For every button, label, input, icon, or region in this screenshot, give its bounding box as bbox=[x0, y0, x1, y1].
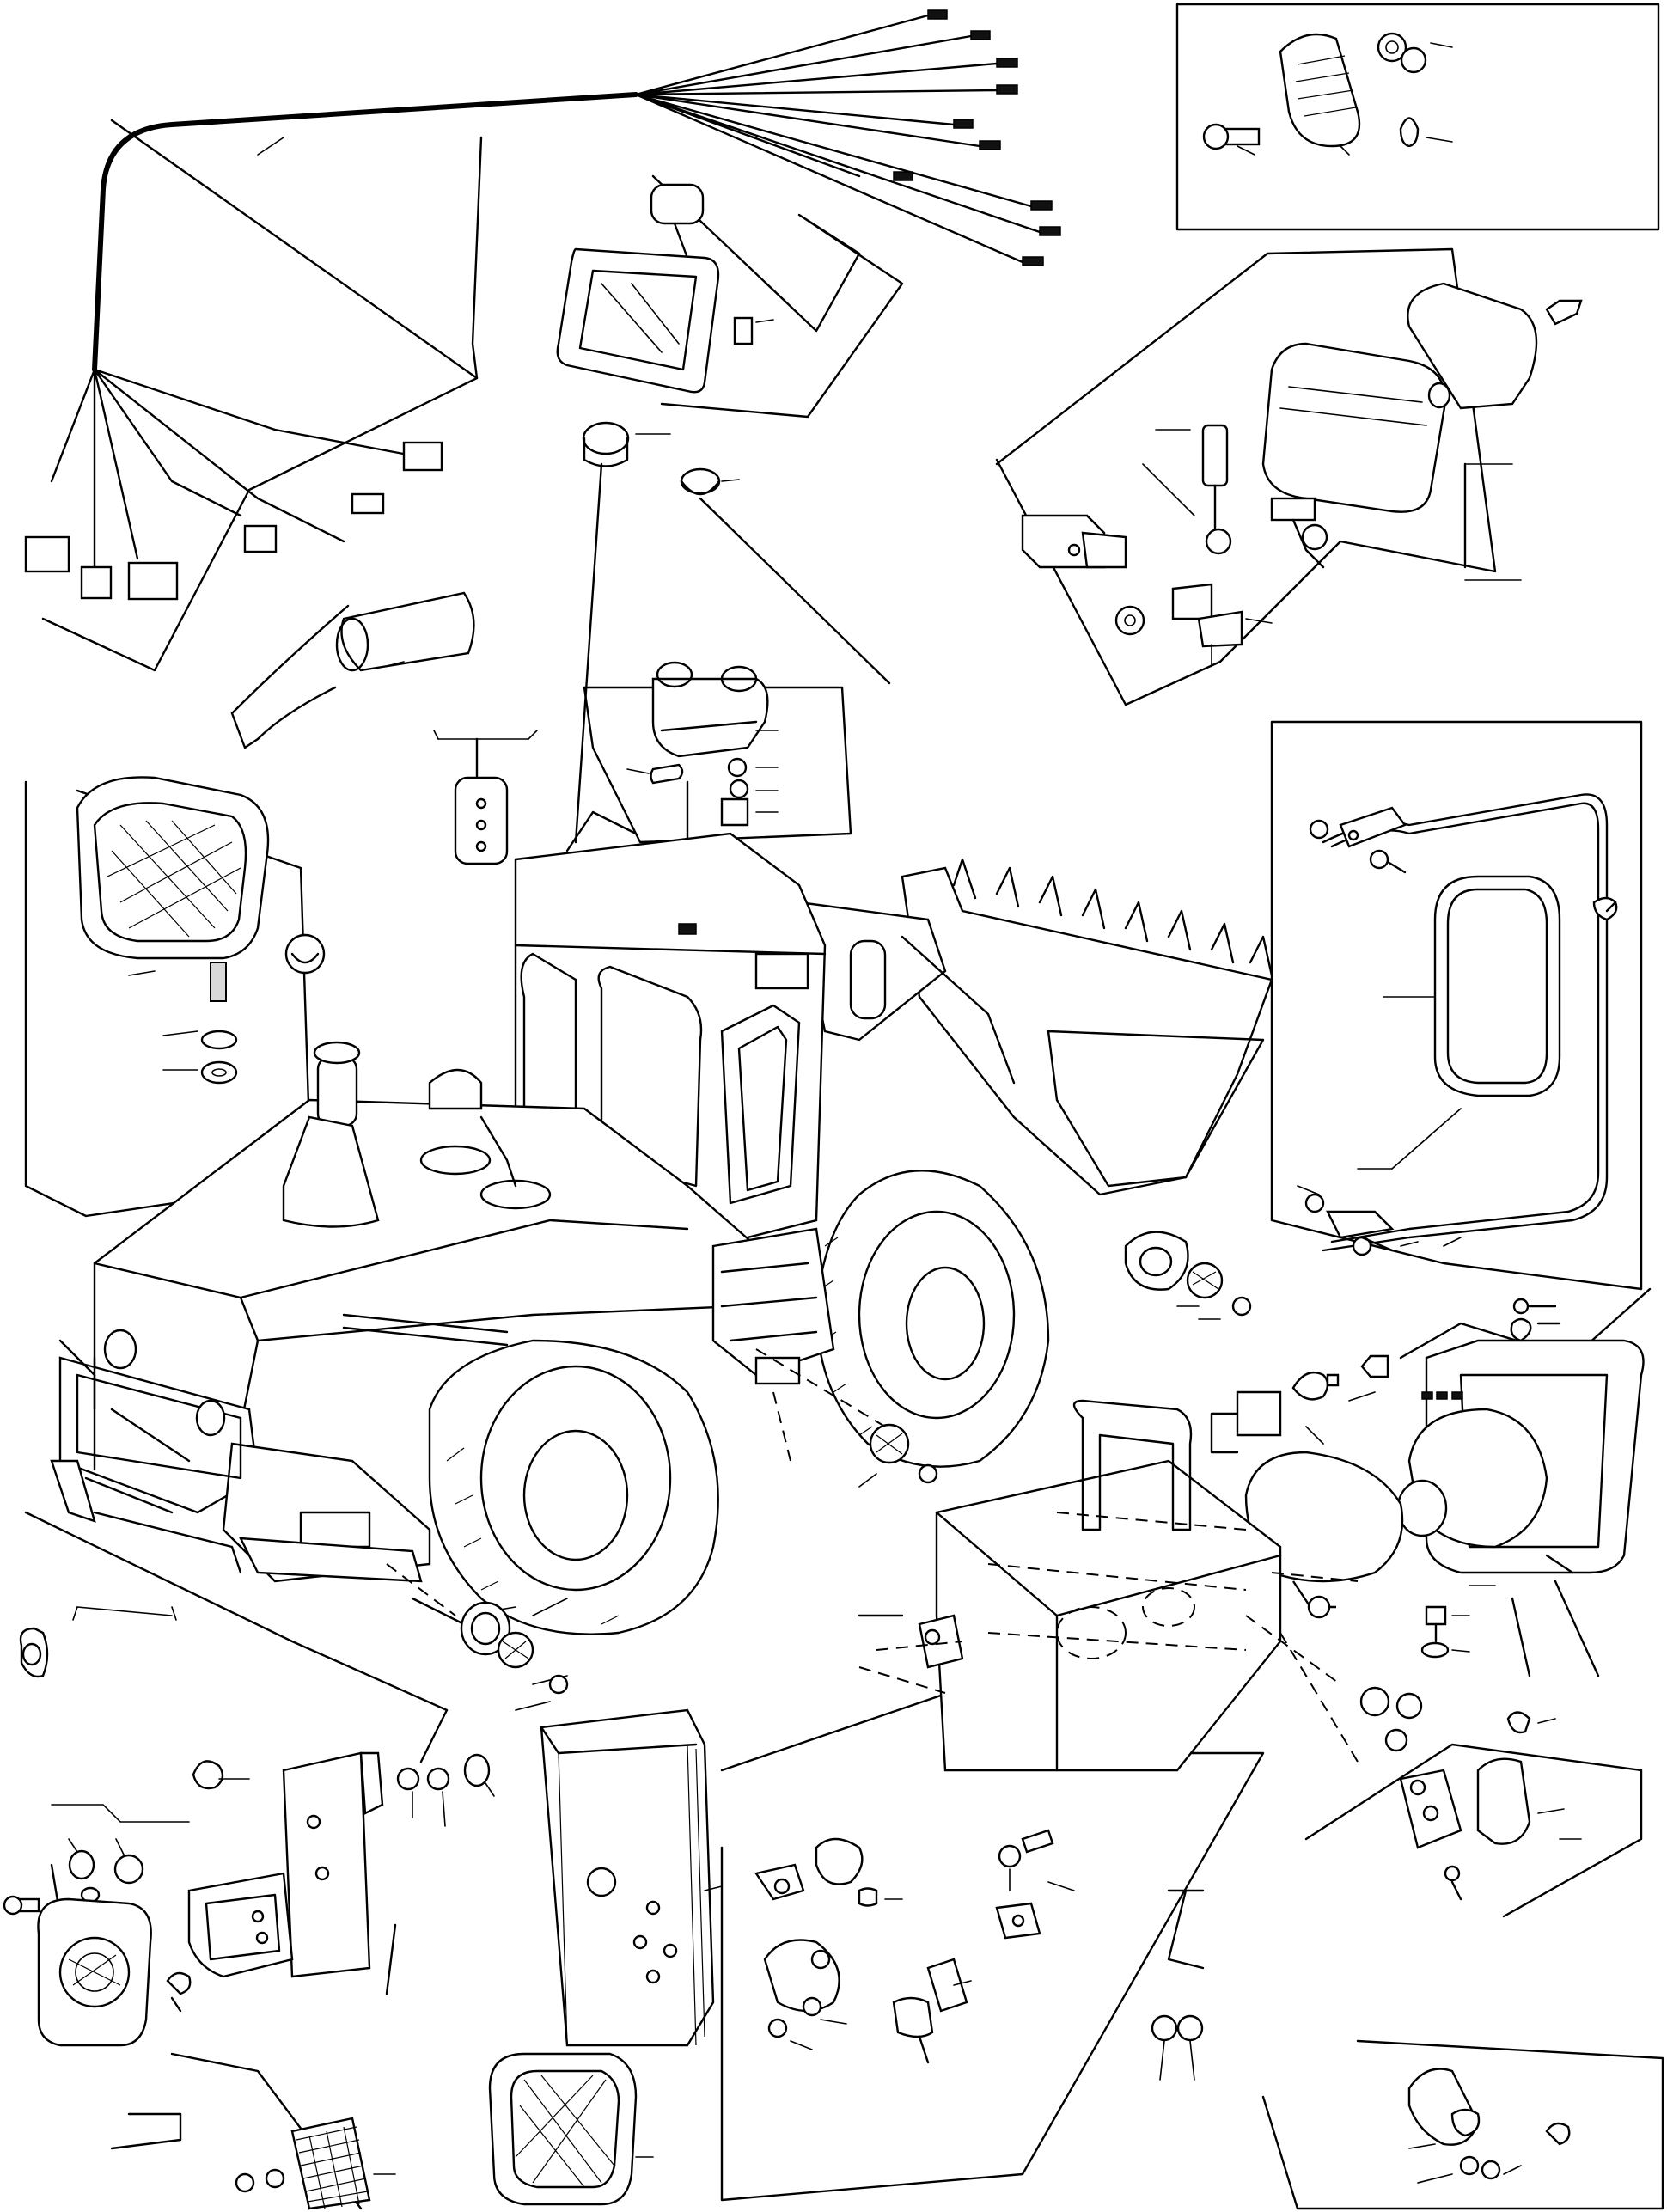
lamp-housing-icon bbox=[720, 1399, 1359, 2202]
reflector-icon bbox=[235, 2117, 396, 2210]
wire-harness-icon bbox=[24, 9, 1061, 672]
head-lamp-icon bbox=[1210, 1287, 1652, 1677]
small-lamp-icon bbox=[1261, 2039, 1664, 2210]
turn-signal-icon bbox=[1304, 1686, 1643, 1918]
grommet-icon bbox=[230, 591, 475, 749]
round-work-lamp-icon bbox=[24, 776, 326, 1218]
wheel-loader-icon bbox=[50, 810, 1273, 1635]
tail-lamp-icon bbox=[3, 1511, 495, 2210]
marker-lamp-icon bbox=[1175, 3, 1660, 231]
mirror-icon bbox=[1270, 720, 1643, 1291]
work-lamp-icon bbox=[995, 247, 1583, 706]
tail-lamp-icon bbox=[488, 1708, 723, 2206]
small-lamp-icon bbox=[754, 1829, 1204, 2081]
dome-lamp-icon bbox=[583, 661, 852, 930]
rectangular-lamp-icon bbox=[556, 174, 904, 844]
tail-lamp-grommet-icon bbox=[858, 1231, 1252, 1488]
cab-beacon-icon bbox=[433, 730, 538, 865]
round-lamp-icon bbox=[460, 1601, 569, 1695]
